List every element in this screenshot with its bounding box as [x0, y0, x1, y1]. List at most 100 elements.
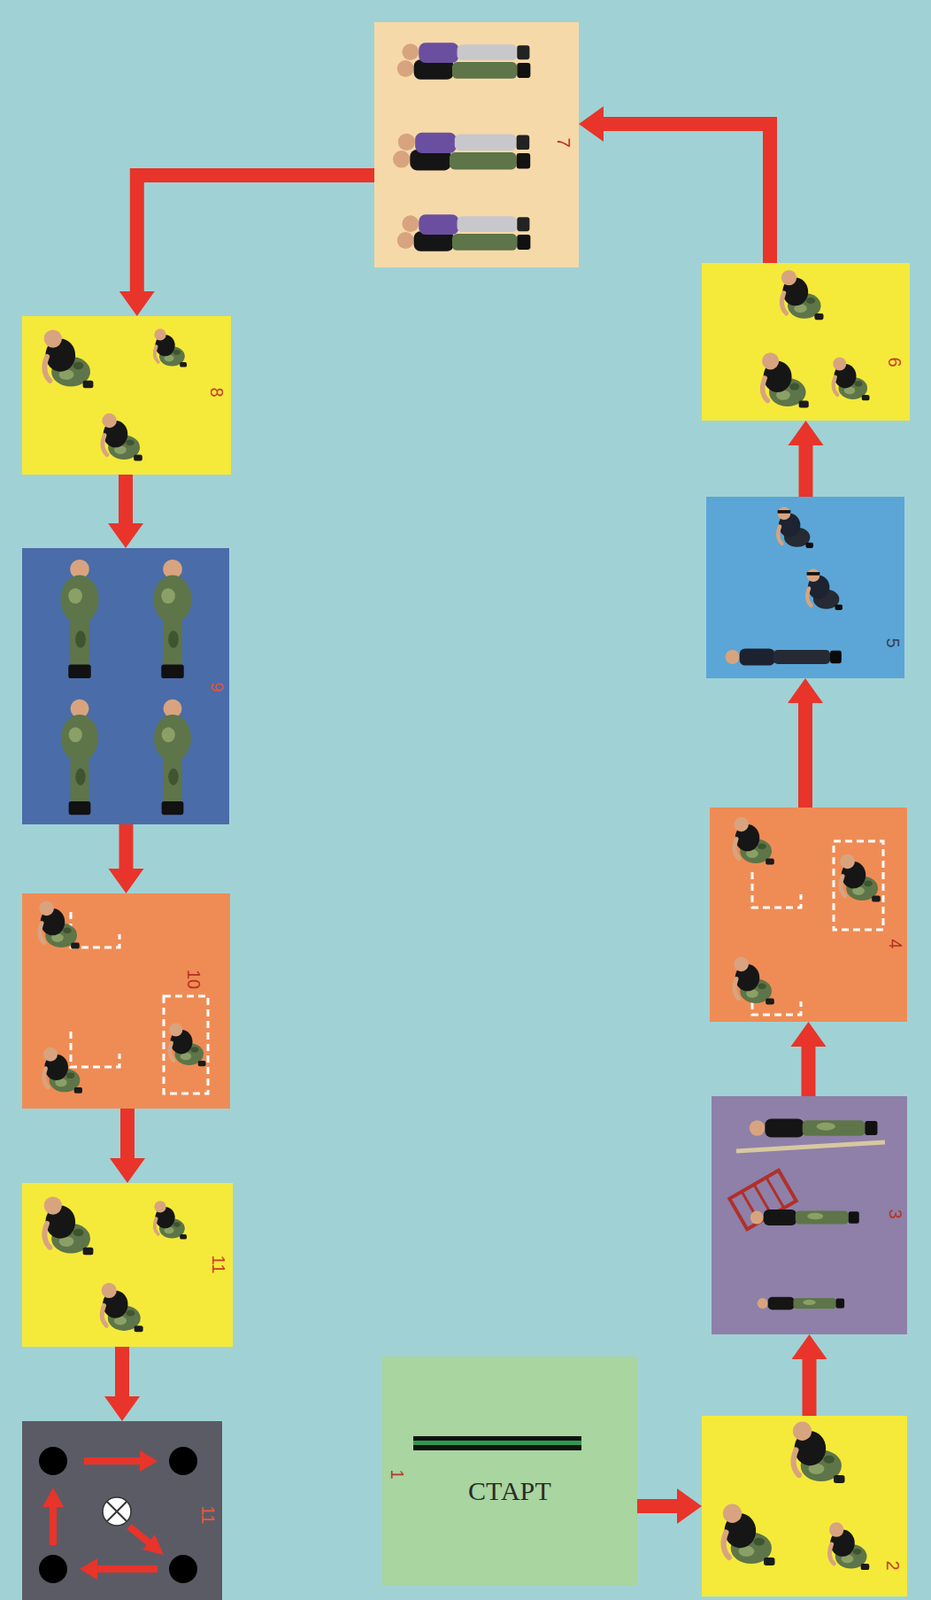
- hurdle: [833, 840, 884, 930]
- cone: [169, 1554, 198, 1583]
- start-label: СТАРТ: [468, 1477, 552, 1504]
- arrow-head: [788, 420, 824, 446]
- cone: [169, 1446, 198, 1475]
- lying-figure: [749, 1117, 878, 1137]
- arrow-head: [792, 1333, 828, 1359]
- path-arrowhead: [79, 1557, 98, 1579]
- station-number: 11: [209, 1254, 228, 1274]
- station-9-figures: [60, 559, 192, 815]
- course-arrow: [104, 1346, 140, 1421]
- crouch-figure: [733, 816, 774, 865]
- arrow-shaft: [118, 474, 133, 525]
- cone-pattern: [38, 1446, 198, 1583]
- arrow-shaft: [601, 123, 770, 263]
- station-number: 3: [886, 1207, 905, 1218]
- arrow-head: [787, 677, 824, 703]
- cone: [38, 1446, 68, 1475]
- lying-figure: [757, 1296, 845, 1309]
- arrow-head: [108, 868, 145, 893]
- crouch-figure: [781, 269, 824, 320]
- start-bar: [413, 1435, 582, 1450]
- course-arrow: [792, 1333, 828, 1416]
- station-number: 10: [184, 969, 203, 989]
- hurdle: [70, 911, 120, 1067]
- crouch-figure: [733, 956, 774, 1005]
- start-box: 1СТАРТ: [382, 1355, 638, 1586]
- station-8-figures: [44, 328, 187, 461]
- course-arrow: [108, 823, 145, 893]
- arrow-shaft: [798, 700, 813, 808]
- station-number: 5: [884, 637, 902, 647]
- course-arrow: [637, 1487, 702, 1524]
- station-number: 4: [886, 938, 905, 948]
- course-arrow: [788, 420, 824, 497]
- bent-figure: [61, 699, 99, 815]
- station-number: 6: [885, 356, 904, 367]
- crouch-figure: [153, 328, 187, 367]
- center-mark: [102, 1496, 131, 1525]
- pole: [736, 1141, 885, 1151]
- station-11-figures: [44, 1195, 187, 1332]
- arrow-head: [109, 1157, 146, 1183]
- course-arrow: [578, 106, 770, 263]
- arrow-head: [578, 106, 604, 142]
- bent-figure: [153, 559, 192, 678]
- pair-figure: [397, 214, 531, 251]
- start-line: [413, 1435, 582, 1450]
- crouch-figure: [829, 1521, 870, 1570]
- station-number: 9: [207, 681, 226, 692]
- station-7-figures: [392, 42, 531, 251]
- lying-figure: [750, 1208, 860, 1225]
- crouch-figure: [832, 356, 870, 401]
- center-cross: [107, 1500, 127, 1521]
- start-stripe: [413, 1439, 582, 1445]
- station-number: 8: [207, 386, 226, 397]
- lying-figure: [725, 647, 842, 665]
- course-arrow: [791, 1021, 827, 1096]
- crouch-figure: [101, 1282, 144, 1332]
- crouch-figure: [153, 1200, 187, 1239]
- arrow-shaft: [637, 1498, 679, 1513]
- station-number: 11: [199, 1505, 217, 1524]
- cone: [38, 1554, 68, 1583]
- course-arrow: [119, 175, 375, 316]
- arrow-shaft: [137, 175, 375, 293]
- crouch-figure: [44, 1195, 94, 1255]
- station-2-figures: [723, 1421, 870, 1570]
- crouch-figure: [44, 329, 94, 388]
- path-arrow: [84, 1456, 142, 1464]
- path-arrow: [129, 1525, 149, 1542]
- station-4-figures: [733, 816, 884, 1015]
- crouch-figure: [761, 352, 809, 408]
- path-arrowhead: [139, 1449, 158, 1471]
- arrow-head: [107, 523, 144, 548]
- arrow-shaft: [115, 1346, 130, 1398]
- crouch-figure: [169, 1022, 206, 1066]
- path-arrowhead: [42, 1486, 64, 1507]
- crouch-figure: [101, 413, 142, 462]
- arrow-head: [677, 1487, 702, 1524]
- course-arrow: [109, 1107, 146, 1183]
- bent-figure: [153, 699, 192, 815]
- crouch-figure: [43, 1046, 83, 1093]
- arrow-head: [791, 1021, 827, 1047]
- hurdle: [163, 995, 208, 1093]
- arrow-shaft: [801, 1044, 816, 1096]
- crouch-figure: [839, 854, 880, 902]
- path-arrow: [95, 1564, 158, 1572]
- station-number: 2: [884, 1559, 902, 1570]
- station-5-figures: [725, 506, 843, 665]
- crouch-figure: [38, 900, 79, 949]
- station-box: 9: [22, 547, 230, 824]
- arrow-shaft: [120, 1107, 135, 1160]
- crouch-figure: [777, 506, 814, 547]
- crouch-figure: [792, 1421, 846, 1483]
- arrow-head: [119, 291, 155, 316]
- pair-figure: [397, 42, 531, 79]
- crouch-figure: [807, 568, 843, 609]
- crouch-figure: [723, 1503, 776, 1565]
- station-10-figures: [38, 900, 208, 1093]
- station-number: 7: [554, 137, 573, 147]
- path-arrow: [49, 1504, 57, 1545]
